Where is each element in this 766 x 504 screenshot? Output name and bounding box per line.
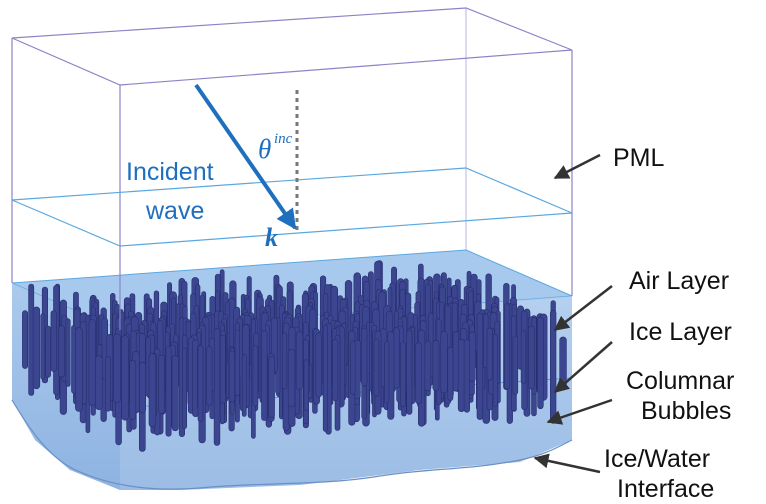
arrow-pointer-icon xyxy=(553,341,613,393)
arrow-pointer-icon xyxy=(553,285,613,331)
bubble-column xyxy=(252,345,259,407)
bubble-column xyxy=(520,330,527,385)
bubble-column xyxy=(65,318,71,387)
bubble-column xyxy=(129,359,137,420)
columnar-label-line1: Columnar xyxy=(626,367,734,395)
box-top-front-edge xyxy=(11,37,573,86)
bubble-column xyxy=(384,340,390,404)
bubble-column xyxy=(182,347,187,429)
bubble-column xyxy=(22,310,28,369)
bubble-column xyxy=(414,342,423,405)
arrow-pointer-icon xyxy=(533,453,601,474)
legend-labels: PML Air Layer Ice Layer Columnar Bubbles… xyxy=(533,144,734,503)
bubble-column xyxy=(476,312,484,420)
bubble-column xyxy=(287,348,296,408)
bubble-column xyxy=(228,350,235,403)
incident-label-line2: wave xyxy=(145,197,204,225)
bubble-column xyxy=(50,310,57,372)
bubble-column xyxy=(350,340,356,395)
wave-vector-arrow-icon xyxy=(194,83,297,230)
air-layer-label: Air Layer xyxy=(629,267,729,295)
bubble-column xyxy=(158,354,165,415)
bubble-column xyxy=(32,306,41,390)
bubble-column xyxy=(165,346,172,437)
bubble-column xyxy=(234,329,241,397)
bubble-column xyxy=(219,334,226,404)
bubble-column xyxy=(440,330,448,394)
bubble-column xyxy=(504,303,511,390)
arrow-pointer-icon xyxy=(553,153,601,180)
bubble-column xyxy=(303,359,309,411)
bubble-column xyxy=(463,339,471,413)
ice-water-interface xyxy=(11,399,573,490)
bubble-column xyxy=(315,332,322,398)
bubble-column xyxy=(197,344,204,422)
bubble-column xyxy=(537,316,544,410)
bubble-column xyxy=(457,338,465,413)
bubble-column xyxy=(95,355,103,411)
bubble-column xyxy=(528,325,535,390)
bubble-column xyxy=(171,354,179,432)
bubble-column xyxy=(113,333,121,403)
interface-label-line1: Ice/Water xyxy=(604,445,710,473)
bubble-column xyxy=(406,330,413,415)
box-top-back-edge xyxy=(11,7,573,51)
bubble-column xyxy=(281,332,288,390)
bubble-column xyxy=(75,327,83,412)
bubble-column xyxy=(486,327,493,381)
columnar-bubbles-group xyxy=(22,260,567,452)
bubble-column xyxy=(492,333,498,407)
bubble-column xyxy=(121,335,129,421)
bubble-column xyxy=(58,325,65,378)
columnar-label-line2: Bubbles xyxy=(641,397,731,425)
bubble-column xyxy=(424,340,432,392)
k-vector-label: k xyxy=(265,223,278,252)
bubble-column xyxy=(105,356,112,412)
bubble-column xyxy=(322,324,328,432)
bubble-column xyxy=(549,309,557,424)
bubble-column xyxy=(40,313,46,380)
bubble-column xyxy=(241,354,247,417)
incident-wave-annotation: θ inc Incident wave k xyxy=(126,83,299,252)
interface-label-line2: Interface xyxy=(617,475,714,503)
bubble-column xyxy=(373,338,380,397)
bubble-column xyxy=(361,327,368,387)
bubble-column xyxy=(432,339,440,392)
pml-label: PML xyxy=(613,144,665,172)
theta-symbol: θ xyxy=(258,134,271,164)
bubble-column xyxy=(295,331,304,390)
bubble-column xyxy=(447,346,454,401)
arrow-pointer-icon xyxy=(546,398,613,425)
bubble-column xyxy=(45,325,51,378)
bubble-column xyxy=(268,356,275,419)
bubble-column xyxy=(468,331,476,383)
bubble-column xyxy=(400,341,406,408)
bubble-column xyxy=(261,330,268,421)
incident-label-line1: Incident xyxy=(126,158,214,186)
pml-boundary-plane xyxy=(11,167,573,247)
bubble-column xyxy=(206,346,213,406)
bubble-column xyxy=(88,319,96,406)
bubble-column xyxy=(139,361,147,414)
bubble-column xyxy=(332,338,339,401)
theta-superscript: inc xyxy=(274,131,293,147)
bubble-column xyxy=(148,353,157,428)
ice-layer-label: Ice Layer xyxy=(629,318,732,346)
bubble-column xyxy=(512,335,519,395)
simulation-box xyxy=(11,7,573,330)
